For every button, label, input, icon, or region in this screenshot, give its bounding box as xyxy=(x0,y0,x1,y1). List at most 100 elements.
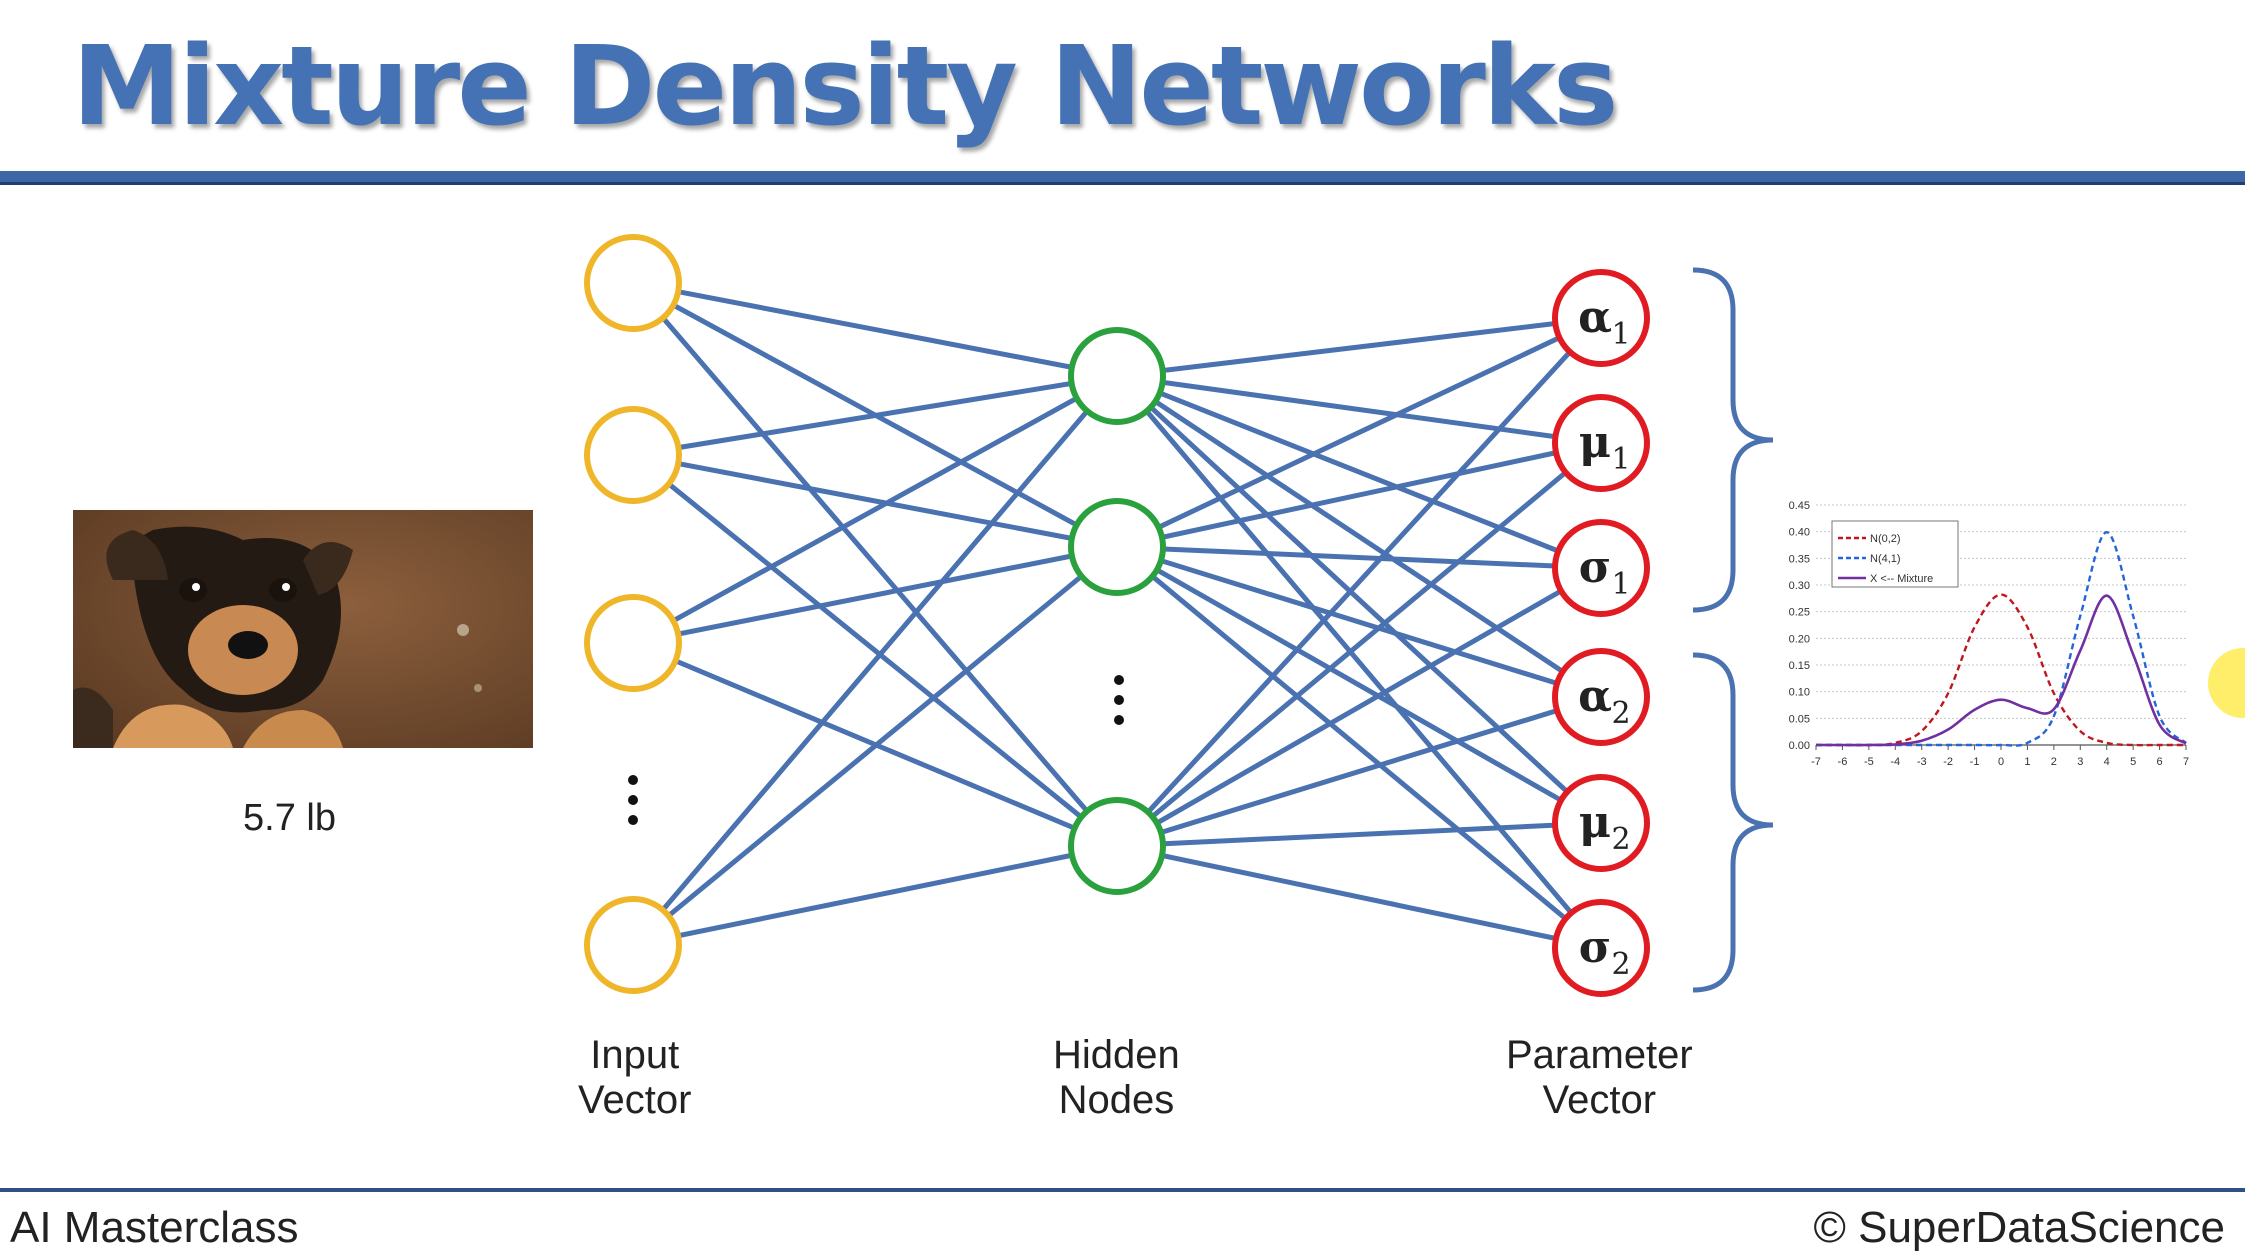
hidden-param-edge xyxy=(1115,374,1603,825)
x-tick-label: 7 xyxy=(2183,756,2189,768)
x-tick-label: -6 xyxy=(1838,756,1848,768)
series-line xyxy=(1815,530,2187,747)
legend-label: X <-- Mixture xyxy=(1870,573,1933,585)
input-ellipsis xyxy=(628,775,638,825)
y-tick-label: 0.30 xyxy=(1789,580,1810,592)
hidden-param-edge xyxy=(1115,374,1603,950)
hidden-param-edge xyxy=(1116,694,1602,849)
parameter-label-line1: Parameter xyxy=(1506,1033,1693,1077)
network-edges xyxy=(631,280,1603,951)
hidden-ellipsis xyxy=(1114,675,1124,725)
input-hidden-edge xyxy=(632,843,1118,948)
y-tick-label: 0.25 xyxy=(1789,607,1810,619)
series-line xyxy=(1815,594,2187,747)
y-tick-label: 0.20 xyxy=(1789,633,1810,645)
hidden-param-edge xyxy=(1116,440,1602,550)
weight-caption: 5.7 lb xyxy=(243,797,336,839)
y-tick-label: 0.40 xyxy=(1789,527,1810,539)
hidden-param-edge xyxy=(1116,373,1602,446)
y-tick-label: 0.15 xyxy=(1789,660,1810,672)
parameter-node xyxy=(1552,519,1650,617)
brace-bottom xyxy=(1692,652,1774,993)
legend-box xyxy=(1831,520,1959,588)
x-tick-label: 5 xyxy=(2130,756,2136,768)
y-tick-label: 0.35 xyxy=(1789,553,1810,565)
input-label-line1: Input xyxy=(590,1033,680,1077)
x-tick-label: 4 xyxy=(2104,756,2110,768)
parameter-subscript: 1 xyxy=(1611,317,1630,352)
parameter-subscript: 1 xyxy=(1611,567,1630,602)
title-divider xyxy=(0,171,2245,185)
hidden-param-edge xyxy=(1115,316,1603,848)
input-node xyxy=(584,896,682,994)
x-tick-label: 0 xyxy=(1998,756,2004,768)
x-tick-label: -7 xyxy=(1811,756,1821,768)
footer-copyright: © SuperDataScience xyxy=(1813,1203,2225,1252)
parameter-symbol: α xyxy=(1578,292,1612,343)
hidden-param-edge xyxy=(1115,315,1603,550)
hidden-param-edge xyxy=(1116,544,1602,571)
parameter-label-line2: Vector xyxy=(1542,1078,1657,1122)
footer-course-name: AI Masterclass xyxy=(10,1203,299,1252)
chart-legend: N(0,2) N(4,1) X <-- Mixture xyxy=(1831,520,1959,588)
x-tick-label: -2 xyxy=(1943,756,1953,768)
parameter-symbol: μ xyxy=(1579,417,1611,468)
mixture-density-chart: 0.000.050.100.150.200.250.300.350.400.45… xyxy=(1789,500,2189,768)
input-hidden-edge xyxy=(632,544,1118,646)
puppy-photo xyxy=(73,510,533,748)
hidden-param-edge xyxy=(1116,315,1602,379)
parameter-node xyxy=(1552,394,1650,492)
input-hidden-edge xyxy=(631,545,1119,947)
parameter-symbol: σ xyxy=(1579,922,1611,973)
input-hidden-edge xyxy=(631,374,1119,947)
parameter-subscript: 2 xyxy=(1611,947,1630,982)
parameter-node xyxy=(1552,774,1650,872)
slide-title: Mixture Density Networks xyxy=(72,22,1618,150)
parameter-symbol: σ xyxy=(1579,542,1611,593)
input-hidden-edge xyxy=(631,281,1119,848)
input-layer xyxy=(584,234,682,994)
hidden-param-edge xyxy=(1115,441,1603,848)
y-tick-label: 0.45 xyxy=(1789,500,1810,512)
hidden-param-edge xyxy=(1115,545,1603,950)
hidden-label-line1: Hidden xyxy=(1053,1033,1180,1077)
x-tick-label: -1 xyxy=(1970,756,1980,768)
footer-divider xyxy=(0,1188,2245,1192)
x-tick-label: 1 xyxy=(2024,756,2030,768)
legend-label: N(0,2) xyxy=(1870,533,1901,545)
parameter-node xyxy=(1552,648,1650,746)
y-tick-label: 0.05 xyxy=(1789,713,1810,725)
x-tick-label: -5 xyxy=(1864,756,1874,768)
input-hidden-edge xyxy=(632,373,1118,458)
parameter-subscript: 2 xyxy=(1611,822,1630,857)
input-node xyxy=(584,594,682,692)
hidden-param-edge xyxy=(1115,373,1603,700)
legend-label: N(4,1) xyxy=(1870,553,1901,565)
parameter-subscript: 1 xyxy=(1611,442,1630,477)
hidden-node xyxy=(1068,797,1166,895)
puppy-image xyxy=(73,510,533,748)
hidden-node xyxy=(1068,327,1166,425)
input-hidden-edge xyxy=(631,373,1119,646)
input-node xyxy=(584,406,682,504)
parameter-subscript: 2 xyxy=(1611,696,1630,731)
brace-top xyxy=(1692,267,1774,613)
hidden-label-line2: Nodes xyxy=(1058,1078,1175,1122)
parameter-node xyxy=(1552,899,1650,997)
parameter-symbol: α xyxy=(1578,671,1612,722)
hidden-param-edge xyxy=(1115,565,1603,849)
y-tick-label: 0.10 xyxy=(1789,687,1810,699)
series-line xyxy=(1815,593,2186,747)
parameter-vector-label: Parameter Vector xyxy=(1506,1033,1693,1123)
hidden-node xyxy=(1068,498,1166,596)
x-tick-label: 2 xyxy=(2051,756,2057,768)
hidden-param-edge xyxy=(1116,843,1602,951)
input-hidden-edge xyxy=(632,452,1118,550)
input-vector-label: Input Vector xyxy=(578,1033,691,1123)
hidden-param-edge xyxy=(1115,544,1603,826)
input-hidden-edge xyxy=(632,280,1118,379)
x-tick-label: 3 xyxy=(2077,756,2083,768)
hidden-param-edge xyxy=(1116,820,1602,849)
